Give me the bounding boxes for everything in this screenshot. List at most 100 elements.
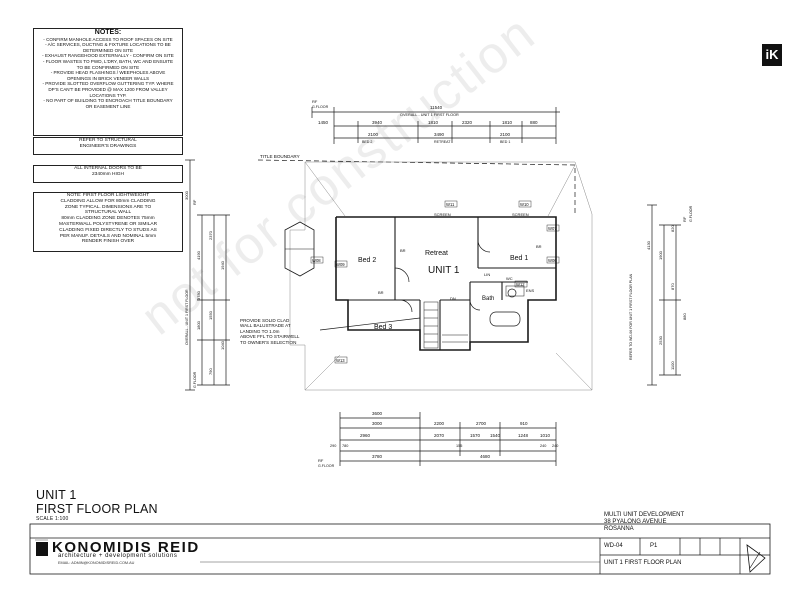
plan-title-unit: UNIT 1 <box>36 488 77 502</box>
dim-bottom-row3: 2960 <box>360 433 371 438</box>
note-line: - A/C SERVICES, DUCTING & FIXTURE LOCATI… <box>45 42 171 48</box>
dim-right: 1100 <box>670 361 675 370</box>
dim-top-row1: 880 <box>530 120 538 125</box>
window-tag-box <box>334 356 348 364</box>
dim-bottom-row5: 240 <box>552 444 558 448</box>
window-tag-w07: W07 <box>548 226 557 231</box>
dim-left: 1800 <box>196 320 201 330</box>
note-line: - FLOOR WASTES TO PWD, L'DRY, BATH, WC A… <box>42 58 174 64</box>
notes-list: - CONFIRM MANHOLE ACCESS TO ROOF SPACES … <box>34 37 182 110</box>
plan-title-name: FIRST FLOOR PLAN <box>36 502 158 516</box>
dim-right-label: REFER TO WD-06 FOR UNIT 1 FIRST FLOOR PL… <box>629 273 633 360</box>
dim-left: 3780 <box>196 290 201 300</box>
logo-icon: iK <box>762 44 782 66</box>
notes-box: NOTES: - CONFIRM MANHOLE ACCESS TO ROOF … <box>33 28 183 136</box>
screen-a: SCREEN <box>434 212 451 217</box>
window-tag-w10: W10 <box>520 202 529 207</box>
dim-top-label: BED 1 <box>500 140 510 144</box>
dim-bottom-row1: 3600 <box>372 411 383 416</box>
dim-bottom-callout: RF <box>318 458 324 463</box>
notes-title: NOTES: <box>94 29 122 36</box>
dim-left: 1550 <box>208 310 213 320</box>
dim-left: 1940 <box>220 260 225 270</box>
dim-left: 4190 <box>196 250 201 260</box>
brand-logo-icon <box>36 542 48 556</box>
window-tag-w12: W12 <box>516 282 525 287</box>
balustrade-note: PROVIDE SOLID CLAD WALL BALUSTRADE AT LA… <box>240 318 300 345</box>
dim-bottom-row3: 1010 <box>540 433 551 438</box>
window-tag-box <box>546 224 560 232</box>
door-swing <box>469 299 481 311</box>
dim-bottom-row4: 4680 <box>480 454 491 459</box>
dim-bottom-row3: 1570 <box>470 433 481 438</box>
dim-right: 870 <box>670 283 675 290</box>
note-line: OR EASEMENT LINE <box>85 103 131 109</box>
note-line: DETERMINED ON SITE <box>82 47 134 53</box>
dim-bottom-callout: G.FLOOR <box>318 464 335 468</box>
dim-bottom-row5: 290 <box>330 444 336 448</box>
dim-bottom-row3: 1540 <box>490 433 501 438</box>
dim-top-overall: 11540 <box>430 105 443 110</box>
title-boundary-line <box>257 159 576 215</box>
robe-br-c: BR <box>536 244 542 249</box>
stairs <box>423 301 468 349</box>
dim-bottom-row2: 2700 <box>476 421 487 426</box>
room-bed1: Bed 1 <box>510 255 528 262</box>
dim-bottom-row4: 3780 <box>372 454 383 459</box>
note-line: - CONFIRM MANHOLE ACCESS TO ROOF SPACES … <box>43 36 173 42</box>
structural-note: REFER TO STRUCTURAL ENGINEER'S DRAWINGS <box>33 137 183 155</box>
room-bed2: Bed 2 <box>358 257 376 264</box>
cladding-note: NOTE: FIRST FLOOR LIGHTWEIGHT CLADDING A… <box>33 192 183 252</box>
brand-contact: EMAIL: ADMIN@KONOMIDISREID.COM.AU <box>58 561 135 565</box>
dim-top-row1: 2320 <box>462 120 473 125</box>
title-block-frame <box>29 523 771 575</box>
drawing-title: UNIT 1 FIRST FLOOR PLAN <box>604 560 682 566</box>
roof-hip-left <box>284 221 315 277</box>
dim-top-row2: 2100 <box>368 132 379 137</box>
dim-top-row2: 2100 <box>500 132 511 137</box>
dim-top-label: RETREAT <box>434 140 451 144</box>
room-retreat: Retreat <box>425 250 448 257</box>
dim-right: 1900 <box>658 250 663 260</box>
leaf-icon <box>746 544 766 573</box>
dim-top-row1: 3940 <box>372 120 383 125</box>
dim-bottom-row2: 910 <box>520 421 528 426</box>
dim-bottom-row3: 2070 <box>434 433 445 438</box>
window-tag-w09: W09 <box>336 262 345 267</box>
dim-right: 820 <box>670 225 675 232</box>
note-line: TO BE CONFIRMED ON SITE <box>76 64 140 70</box>
bath-tub <box>489 311 521 327</box>
window-tag-w06: W06 <box>548 258 557 263</box>
note-line: LOCATIONS TYP. <box>89 92 127 98</box>
room-wc: WC <box>506 276 513 281</box>
drawing-number: WD-04 <box>604 543 623 549</box>
room-bed3: Bed 3 <box>374 324 392 331</box>
linen-lin: LIN <box>484 272 490 277</box>
dim-bottom-row2: 2200 <box>434 421 445 426</box>
dim-top-row1: 1810 <box>502 120 513 125</box>
window-tag-box <box>334 260 348 268</box>
robe-br-b: BR <box>378 290 384 295</box>
dim-left: 2370 <box>208 230 213 240</box>
dim-left-label: OVERALL - UNIT 1 FIRST FLOOR <box>185 289 189 345</box>
dim-right: 880 <box>682 313 687 320</box>
dim-left: 3000 <box>184 190 189 200</box>
note-line: - PROVIDE SLOTTED OVERFLOW GUTTERING TYP… <box>42 81 174 87</box>
stair-dn: DN <box>450 296 456 301</box>
window-tag-box <box>518 200 532 208</box>
window-tag-box <box>444 200 458 208</box>
dim-top-callout: RF <box>312 99 318 104</box>
dim-top-row1: 1450 <box>318 120 329 125</box>
dim-left-callout: RF <box>192 199 197 205</box>
screen-b: SCREEN <box>512 212 529 217</box>
door-swing <box>477 239 491 253</box>
dim-bottom-row3: 1248 <box>518 433 529 438</box>
window-tag-box <box>514 280 528 288</box>
note-line: DP'S CAN'T BE PROVIDED @ MAX 1200 FROM V… <box>48 86 168 92</box>
unit-label: UNIT 1 <box>428 265 460 276</box>
dim-bottom-row5: 155 <box>456 444 462 448</box>
dim-left-callout: G.FLOOR <box>193 371 197 388</box>
dim-top-callout: G.FLOOR <box>312 105 329 109</box>
revision: P1 <box>650 543 658 549</box>
window-tag-w08: W08 <box>312 258 321 263</box>
